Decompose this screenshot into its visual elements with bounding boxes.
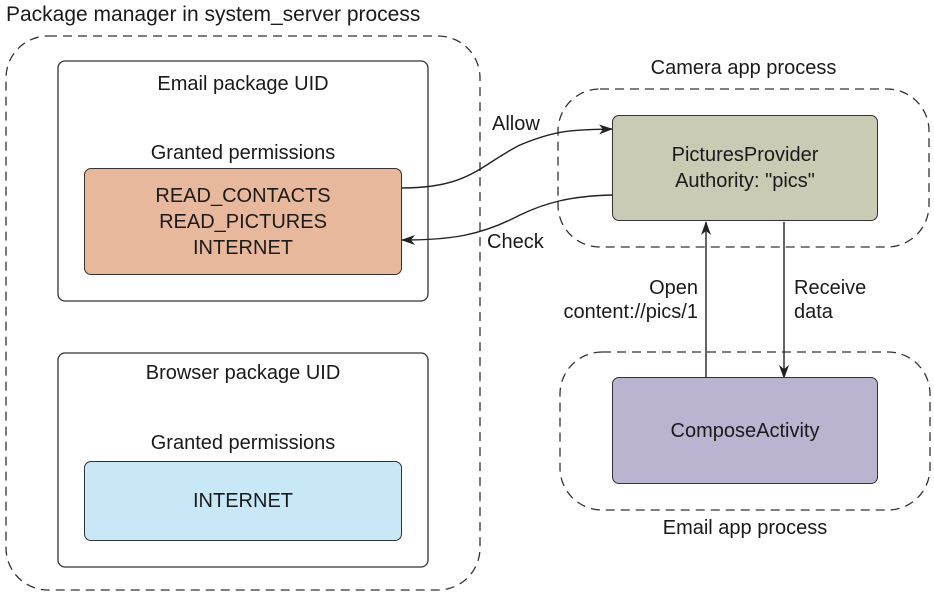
permission-read-pictures: READ_PICTURES: [159, 210, 327, 233]
open-label-line2: content://pics/1: [563, 301, 698, 323]
system-server-process-label: Package manager in system_server process: [6, 3, 421, 26]
check-arrow: [401, 194, 613, 245]
browser-permissions-box: INTERNET: [84, 461, 402, 541]
permission-internet: INTERNET: [193, 236, 293, 259]
provider-authority: Authority: "pics": [675, 170, 815, 192]
open-label: Open content://pics/1: [538, 276, 698, 324]
browser-uid-label: Browser package UID: [145, 362, 341, 384]
provider-name: PicturesProvider: [671, 144, 819, 166]
email-uid-box: [57, 60, 429, 302]
camera-process-boundary: [557, 88, 930, 248]
permission-read-contacts: READ_CONTACTS: [155, 184, 331, 207]
activity-name: ComposeActivity: [670, 419, 820, 442]
camera-process-label: Camera app process: [650, 57, 837, 79]
receive-label-line1: Receive: [794, 277, 867, 299]
pictures-provider-box: PicturesProvider Authority: "pics": [612, 115, 878, 221]
allow-arrow: [400, 124, 613, 189]
receive-label: Receive data: [794, 276, 866, 324]
email-uid-label: Email package UID: [157, 73, 329, 95]
email-permissions-box: READ_CONTACTS READ_PICTURES INTERNET: [84, 168, 402, 275]
receive-label-line2: data: [794, 301, 833, 323]
email-granted-label: Granted permissions: [150, 142, 336, 164]
system-server-process-boundary: [5, 35, 481, 591]
browser-uid-box: [57, 352, 429, 568]
email-process-boundary: [559, 351, 931, 511]
permission-internet: INTERNET: [193, 490, 293, 512]
compose-activity-box: ComposeActivity: [612, 377, 878, 484]
email-process-label: Email app process: [662, 517, 828, 539]
browser-granted-label: Granted permissions: [150, 432, 336, 454]
check-label: Check: [487, 231, 544, 253]
open-label-line1: Open: [649, 277, 698, 299]
allow-label: Allow: [492, 113, 540, 135]
